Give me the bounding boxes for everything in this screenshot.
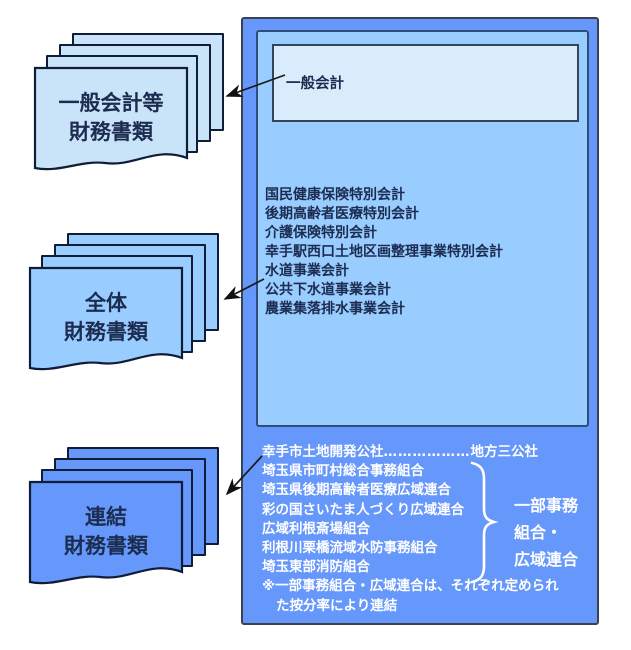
general-account-label: 一般会計 (286, 76, 344, 92)
special-account-item: 幸手駅西口土地区画整理事業特別会計 (265, 244, 503, 260)
stack-label-line1: 一般会計等 (58, 91, 164, 115)
org-item: 埼玉県後期高齢者医療広域連合 (262, 482, 451, 499)
stack-label-line2: 財務書類 (64, 320, 148, 344)
stack-general-account-documents: 一般会計等 財務書類 (33, 33, 229, 181)
stack-label-line2: 財務書類 (69, 120, 153, 144)
local-public-corporations-label: 地方三公社 (470, 444, 539, 460)
stack-label-general: 一般会計等 財務書類 (35, 69, 187, 167)
org-item: 利根川栗橋流域水防事務組合 (262, 540, 438, 557)
proportional-note-line1: ※一部事務組合・広域連合は、それぞれ定められ (262, 578, 559, 595)
stack-label-whole: 全体 財務書類 (30, 269, 182, 367)
org-item: 幸手市土地開発公社 (262, 444, 384, 460)
stack-label-line1: 全体 (85, 291, 127, 315)
special-account-item: 介護保険特別会計 (265, 225, 377, 241)
org-line-with-leader: 幸手市土地開発公社………………地方三公社 (262, 443, 559, 462)
proportional-note-line2: た按分率により連結 (276, 597, 398, 614)
brace-label-line1: 一部事務 (514, 496, 579, 515)
partial-affairs-union-label: 一部事務 組合・ 広域連合 (514, 492, 578, 573)
org-item: 広域利根斎場組合 (262, 520, 370, 537)
stack-whole-documents: 全体 財務書類 (28, 233, 224, 381)
consolidated-orgs-list: 幸手市土地開発公社………………地方三公社 埼玉県市町村総合事務組合 埼玉県後期高… (262, 443, 559, 616)
org-item: 埼玉県市町村総合事務組合 (262, 463, 424, 480)
brace-label-line2: 組合・ (514, 523, 563, 542)
special-account-item: 水道事業会計 (265, 263, 349, 279)
all-accounts-panel: 一般会計 国民健康保険特別会計 後期高齢者医療特別会計 介護保険特別会計 幸手駅… (256, 30, 589, 427)
general-account-box: 一般会計 (272, 44, 579, 122)
stack-consolidated-documents: 連結 財務書類 (28, 447, 224, 595)
consolidation-scope-panel: 一般会計 国民健康保険特別会計 後期高齢者医療特別会計 介護保険特別会計 幸手駅… (241, 17, 599, 625)
stack-label-consolidated: 連結 財務書類 (30, 483, 182, 581)
special-account-item: 後期高齢者医療特別会計 (265, 206, 419, 222)
stack-label-line2: 財務書類 (64, 534, 148, 558)
document-sheet-front (28, 480, 184, 585)
document-sheet-front (28, 266, 184, 371)
special-accounts-list: 国民健康保険特別会計 後期高齢者医療特別会計 介護保険特別会計 幸手駅西口土地区… (265, 186, 503, 319)
org-item: 埼玉東部消防組合 (262, 559, 370, 576)
special-account-item: 国民健康保険特別会計 (265, 187, 405, 203)
dots-leader: ……………… (383, 444, 471, 460)
stack-label-line1: 連結 (85, 505, 127, 529)
document-sheet-front (33, 66, 189, 171)
special-account-item: 公共下水道事業会計 (265, 282, 391, 298)
org-item: 彩の国さいたま人づくり広域連合 (262, 501, 465, 518)
special-account-item: 農業集落排水事業会計 (265, 301, 405, 317)
brace-label-line3: 広域連合 (514, 550, 579, 569)
